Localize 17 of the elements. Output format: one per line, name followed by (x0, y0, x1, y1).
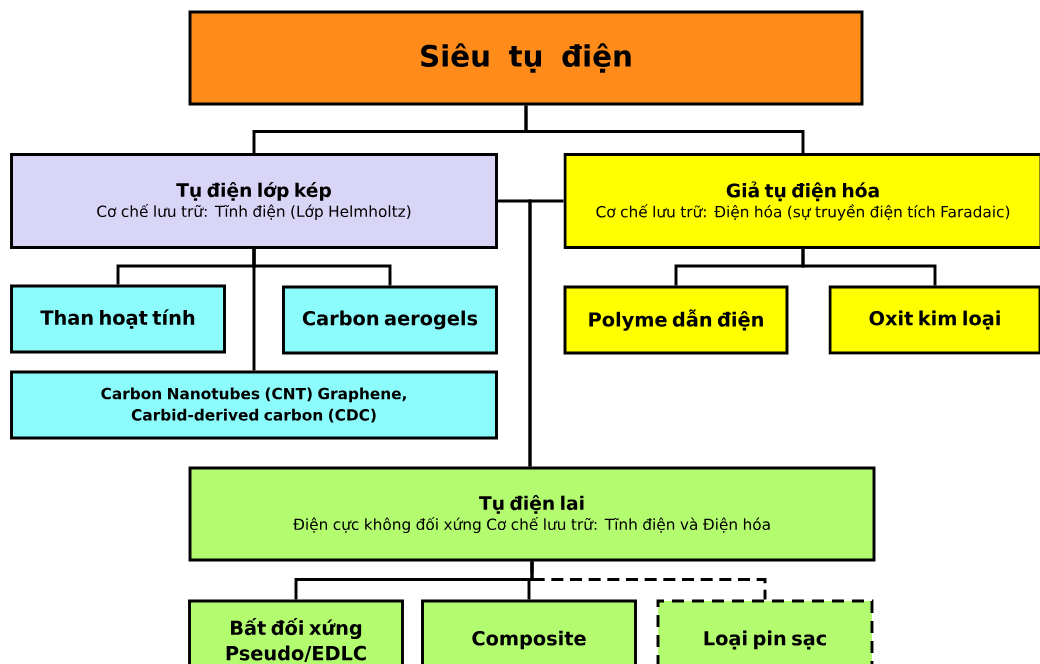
type-box: Composite (421, 599, 637, 664)
category-box: Tụ điện lớp kép Cơ chế lưu trữ: Tĩnh điện (Lớp Helmholtz) (10, 153, 498, 249)
heading-box: Siêu tụ điện (188, 10, 864, 106)
category-box: Giả tụ điện hóa Cơ chế lưu trữ: Điện hóa (sự truyền điện tích Faradaic) (563, 153, 1040, 249)
type-box: Than hoạt tính (10, 284, 226, 354)
category-box: Tụ điện lai Điện cực không đối xứng Cơ chế lưu trữ: Tĩnh điện và Điện hóa (188, 466, 876, 562)
connector-line (524, 105, 805, 154)
type-box: Oxit kim loại (828, 285, 1040, 355)
connector-line (252, 248, 256, 371)
type-box: Carbon Nanotubes (CNT) Graphene, Carbid-derived carbon (CDC) (10, 370, 498, 440)
connector-line (528, 199, 564, 467)
type-box: Polyme dẫn điện (563, 285, 789, 355)
connector-line (801, 248, 937, 286)
type-box: Bất đối xứng Pseudo/EDLC (188, 599, 404, 664)
type-box: Carbon aerogels (282, 285, 498, 355)
type-box: Loại pin sạc (656, 599, 874, 664)
connector-line (530, 561, 767, 600)
